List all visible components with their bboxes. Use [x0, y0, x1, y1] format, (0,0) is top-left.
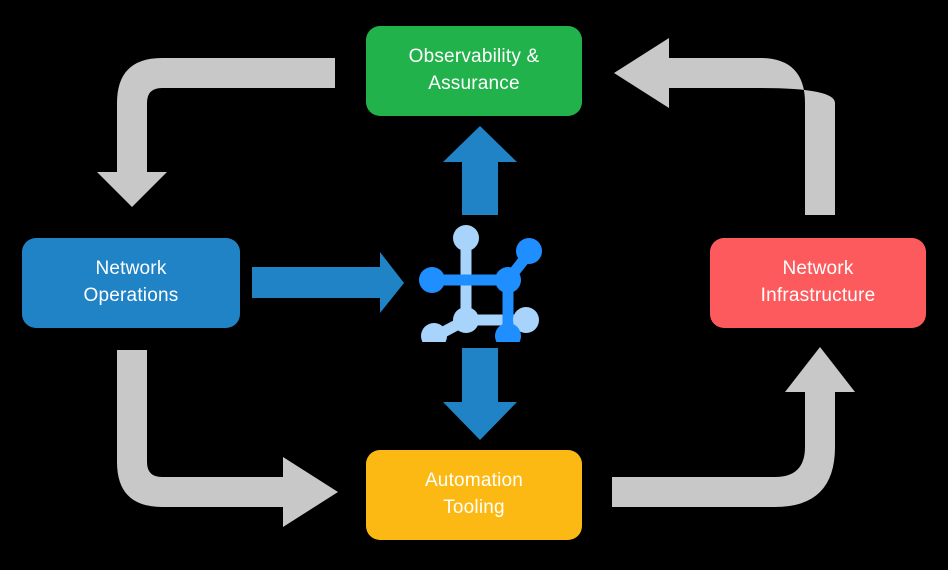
arrow-infrastructure-to-observability	[614, 38, 835, 215]
topology-secondary-nodes	[421, 225, 539, 342]
arrow-center-to-automation	[443, 348, 517, 440]
arrow-observability-to-operations	[97, 58, 335, 207]
network-topology-icon	[419, 225, 542, 342]
node-automation-tooling[interactable]: Automation Tooling	[366, 450, 582, 540]
arrow-automation-to-infrastructure	[612, 347, 855, 507]
arrow-center-to-observability	[443, 126, 517, 215]
arrow-operations-to-automation	[117, 350, 338, 527]
node-observability-label: Observability & Assurance	[408, 46, 540, 94]
node-network-operations[interactable]: Network Operations	[22, 238, 240, 328]
topology-primary-nodes	[419, 238, 542, 342]
node-network-infrastructure-label: Network Infrastructure	[760, 258, 876, 306]
node-network-infrastructure[interactable]: Network Infrastructure	[710, 238, 926, 328]
arrow-operations-to-center	[252, 252, 404, 313]
node-automation-tooling-label: Automation Tooling	[424, 470, 524, 518]
node-network-operations-label: Network Operations	[83, 258, 179, 306]
node-observability-assurance[interactable]: Observability & Assurance	[366, 26, 582, 116]
